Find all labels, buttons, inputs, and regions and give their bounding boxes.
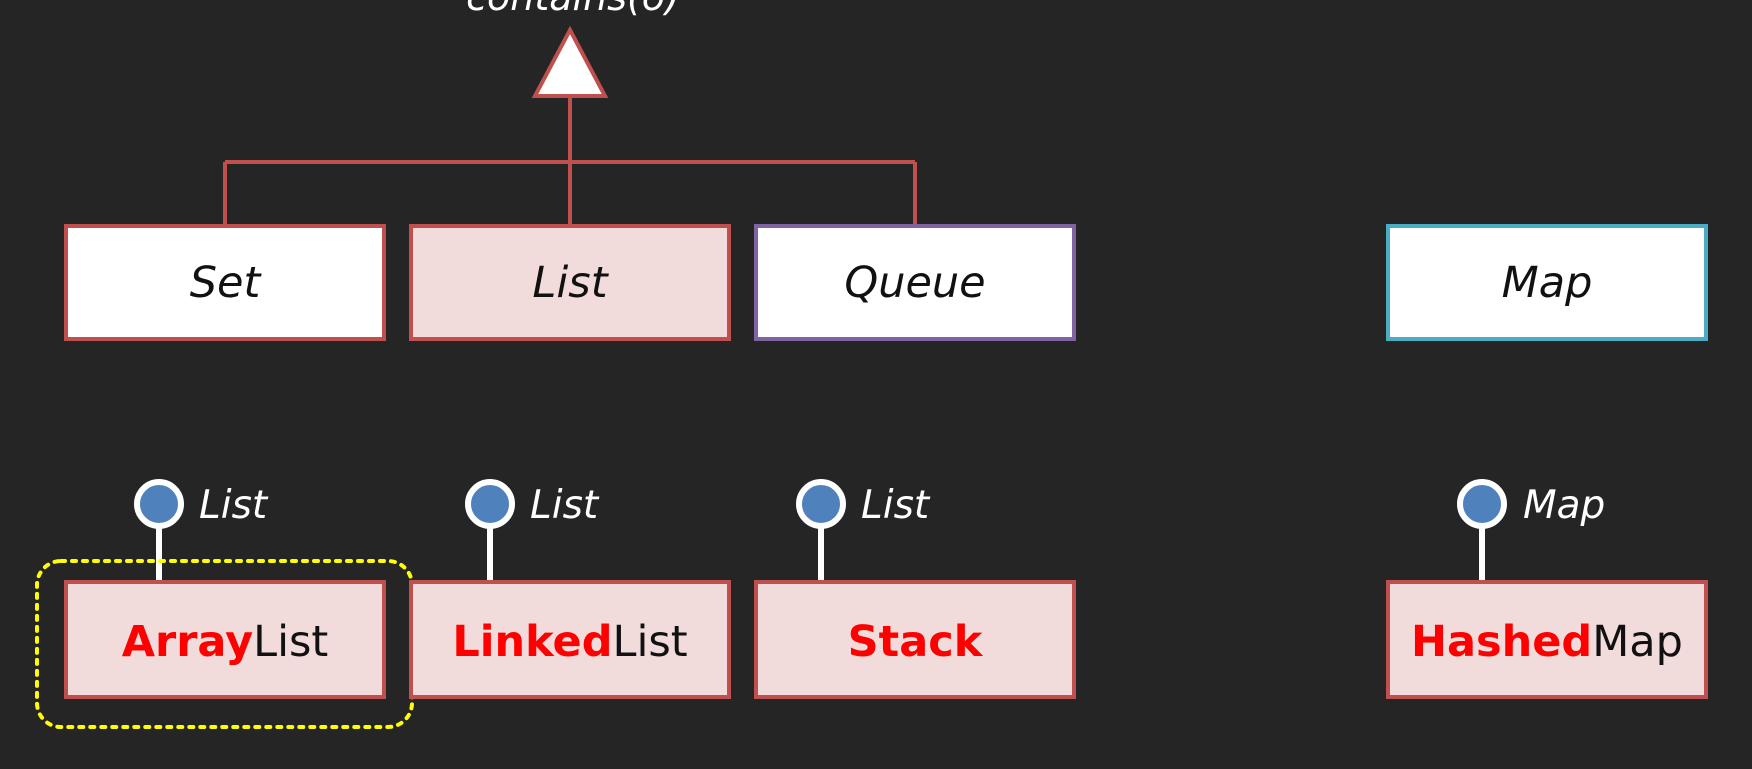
class-linkedlist-box[interactable]: LinkedList bbox=[409, 580, 731, 699]
interface-dot-icon bbox=[1457, 479, 1507, 529]
stack-interface-lollipop: List bbox=[796, 479, 931, 582]
class-arraylist-label: ArrayList bbox=[122, 617, 329, 667]
interface-queue-label: Queue bbox=[844, 258, 985, 308]
class-arraylist-box[interactable]: ArrayList bbox=[64, 580, 386, 699]
interface-map-box[interactable]: Map bbox=[1386, 224, 1708, 341]
class-stack-box[interactable]: Stack bbox=[754, 580, 1076, 699]
class-arraylist-rest: List bbox=[253, 617, 328, 667]
interface-dot-icon bbox=[796, 479, 846, 529]
arraylist-interface-lollipop: List bbox=[134, 479, 269, 582]
arraylist-implements-label: List bbox=[199, 483, 269, 528]
inheritance-arrowhead bbox=[531, 25, 609, 98]
class-hashedmap-rest: Map bbox=[1592, 617, 1683, 667]
hashedmap-interface-lollipop: Map bbox=[1457, 479, 1605, 582]
class-linkedlist-rest: List bbox=[612, 617, 687, 667]
interface-list-label: List bbox=[532, 258, 609, 308]
contains-method-label: contains(o) bbox=[466, 0, 680, 19]
interface-set-box[interactable]: Set bbox=[64, 224, 386, 341]
linkedlist-interface-lollipop: List bbox=[465, 479, 600, 582]
interface-dot-icon bbox=[134, 479, 184, 529]
class-hashedmap-highlight: Hashed bbox=[1411, 617, 1592, 667]
class-stack-highlight: Stack bbox=[848, 617, 984, 667]
inheritance-connectors bbox=[223, 96, 917, 226]
class-linkedlist-highlight: Linked bbox=[452, 617, 612, 667]
class-arraylist-highlight: Array bbox=[122, 617, 253, 667]
interface-dot-icon bbox=[465, 479, 515, 529]
interface-map-label: Map bbox=[1502, 258, 1593, 308]
class-linkedlist-label: LinkedList bbox=[452, 617, 687, 667]
interface-set-label: Set bbox=[190, 258, 263, 308]
stack-implements-label: List bbox=[861, 483, 931, 528]
linkedlist-implements-label: List bbox=[530, 483, 600, 528]
interface-queue-box[interactable]: Queue bbox=[754, 224, 1076, 341]
class-hashedmap-box[interactable]: HashedMap bbox=[1386, 580, 1708, 699]
interface-list-box[interactable]: List bbox=[409, 224, 731, 341]
hashedmap-implements-label: Map bbox=[1523, 483, 1605, 528]
class-stack-label: Stack bbox=[848, 617, 984, 667]
class-hashedmap-label: HashedMap bbox=[1411, 617, 1683, 667]
